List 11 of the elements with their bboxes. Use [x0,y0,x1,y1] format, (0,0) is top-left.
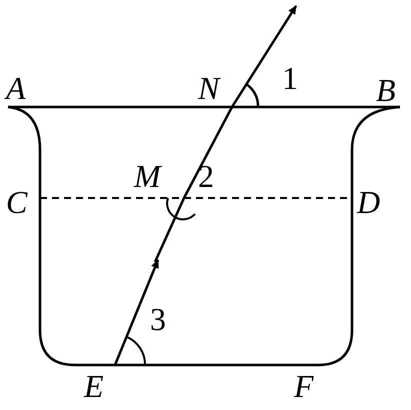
point-label: D [357,186,380,218]
point-label: M [134,160,161,192]
point-label: E [84,370,104,402]
point-label: 2 [198,160,214,192]
point-label: A [6,72,26,104]
point-label: 3 [150,303,166,335]
point-label: C [6,186,28,218]
point-label: F [294,370,314,402]
point-label: N [198,72,220,104]
point-label: B [376,74,396,106]
point-label: 1 [282,62,298,94]
